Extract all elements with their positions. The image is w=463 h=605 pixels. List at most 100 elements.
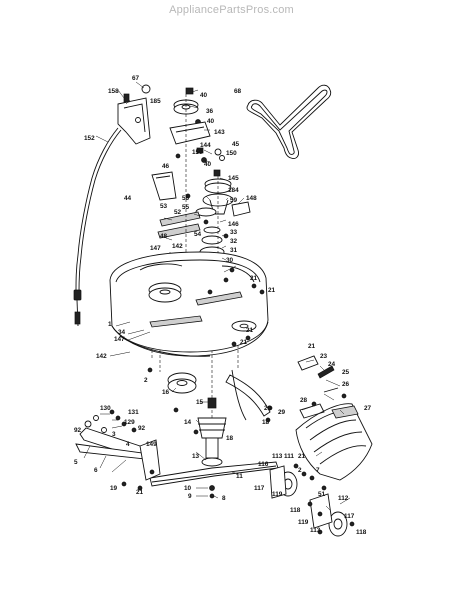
callout-11: 11 bbox=[236, 473, 243, 480]
callout-147-a: 147 bbox=[150, 245, 161, 252]
spindle-assembly bbox=[149, 372, 279, 499]
callout-145: 145 bbox=[228, 175, 239, 182]
callout-25: 25 bbox=[342, 369, 350, 376]
callout-146: 146 bbox=[228, 221, 239, 228]
callout-21-g: 21 bbox=[136, 489, 144, 496]
callout-19: 19 bbox=[110, 485, 118, 492]
callout-5: 5 bbox=[74, 459, 78, 466]
callout-150: 150 bbox=[226, 150, 237, 157]
callout-54: 54 bbox=[194, 231, 202, 238]
control-cable bbox=[73, 127, 122, 327]
callout-21-f: 21 bbox=[298, 453, 306, 460]
callout-44: 44 bbox=[124, 195, 132, 202]
callout-158: 158 bbox=[108, 88, 119, 95]
callout-149: 149 bbox=[146, 441, 157, 448]
callout-9: 9 bbox=[188, 493, 192, 500]
callout-112: 112 bbox=[338, 495, 349, 502]
callout-21-b: 21 bbox=[268, 287, 276, 294]
chute-spring-rod bbox=[297, 355, 341, 393]
mower-deck-housing bbox=[109, 251, 269, 357]
callout-6: 6 bbox=[94, 467, 98, 474]
callout-143: 143 bbox=[214, 129, 225, 136]
callout-27: 27 bbox=[364, 405, 372, 412]
callout-48: 48 bbox=[160, 233, 168, 240]
callout-34: 34 bbox=[118, 329, 126, 336]
watermark: AppliancePartsPros.com bbox=[169, 4, 294, 16]
callout-26: 26 bbox=[342, 381, 350, 388]
callout-29: 29 bbox=[278, 409, 286, 416]
front-hanger-links bbox=[75, 409, 161, 491]
callout-2-b: 2 bbox=[298, 467, 302, 474]
callout-56: 56 bbox=[182, 195, 190, 202]
callout-1: 1 bbox=[108, 321, 112, 328]
callout-118-b: 118 bbox=[356, 529, 367, 536]
callout-7: 7 bbox=[316, 467, 320, 474]
callout-116: 116 bbox=[258, 461, 269, 468]
callout-18-b: 18 bbox=[226, 435, 234, 442]
callout-23: 23 bbox=[320, 353, 328, 360]
callout-40-c: 40 bbox=[204, 161, 212, 168]
callout-53: 53 bbox=[160, 203, 168, 210]
callout-119-b: 119 bbox=[298, 519, 309, 526]
callout-21-d: 21 bbox=[240, 339, 248, 346]
callout-14: 14 bbox=[184, 419, 192, 426]
callout-144: 144 bbox=[200, 142, 211, 149]
deck-belt bbox=[246, 84, 332, 159]
callout-3: 3 bbox=[112, 431, 116, 438]
gauge-wheels bbox=[269, 463, 355, 537]
callout-21-c: 21 bbox=[246, 327, 254, 334]
callout-184: 184 bbox=[228, 187, 239, 194]
leader-lines bbox=[83, 81, 351, 511]
callout-147-b: 147 bbox=[114, 336, 125, 343]
callout-10: 10 bbox=[184, 485, 192, 492]
callout-8: 8 bbox=[222, 495, 226, 502]
engage-lever-bracket bbox=[117, 84, 151, 145]
deck-hanger-arm bbox=[225, 369, 273, 423]
callout-31: 31 bbox=[230, 247, 238, 254]
callout-21-e: 21 bbox=[308, 343, 316, 350]
callout-28: 28 bbox=[300, 397, 308, 404]
callout-130: 130 bbox=[100, 405, 111, 412]
callout-32: 32 bbox=[230, 238, 238, 245]
callout-21-a: 21 bbox=[250, 275, 258, 282]
callout-119-a: 119 bbox=[272, 491, 283, 498]
callout-68: 68 bbox=[234, 88, 242, 95]
callout-45: 45 bbox=[232, 141, 240, 148]
callout-labels: 67 158 185 152 40 36 40 143 144 45 150 1… bbox=[74, 75, 372, 536]
callout-40-a: 40 bbox=[200, 92, 208, 99]
callout-59: 59 bbox=[230, 197, 238, 204]
callout-13: 13 bbox=[192, 453, 200, 460]
callout-142-b: 142 bbox=[96, 353, 107, 360]
callout-40-b: 40 bbox=[207, 118, 215, 125]
callout-15: 15 bbox=[196, 399, 204, 406]
callout-18-a: 18 bbox=[262, 419, 270, 426]
callout-55: 55 bbox=[182, 204, 190, 211]
callout-113-b: 113 bbox=[310, 527, 321, 534]
callout-118-a: 118 bbox=[290, 507, 301, 514]
callout-67: 67 bbox=[132, 75, 140, 82]
callout-117-a: 117 bbox=[254, 485, 265, 492]
callout-129: 129 bbox=[124, 419, 135, 426]
callout-111: 111 bbox=[284, 453, 294, 460]
callout-117-b: 117 bbox=[344, 513, 355, 520]
hardware-bolts bbox=[147, 153, 257, 435]
callout-4: 4 bbox=[126, 441, 130, 448]
callout-51: 51 bbox=[318, 491, 326, 498]
callout-24: 24 bbox=[328, 361, 336, 368]
callout-92-b: 92 bbox=[138, 425, 146, 432]
discharge-chute bbox=[295, 393, 373, 481]
callout-159: 159 bbox=[192, 149, 203, 156]
callout-185: 185 bbox=[150, 98, 161, 105]
callout-2-a: 2 bbox=[144, 377, 148, 384]
callout-46: 46 bbox=[162, 163, 170, 170]
callout-36: 36 bbox=[206, 108, 214, 115]
callout-113-a: 113 bbox=[272, 453, 283, 460]
callout-148: 148 bbox=[246, 195, 257, 202]
callout-33: 33 bbox=[230, 229, 238, 236]
callout-16: 16 bbox=[162, 389, 170, 396]
callout-131: 131 bbox=[128, 409, 139, 416]
callout-20: 20 bbox=[264, 405, 272, 412]
callout-30: 30 bbox=[226, 257, 234, 264]
